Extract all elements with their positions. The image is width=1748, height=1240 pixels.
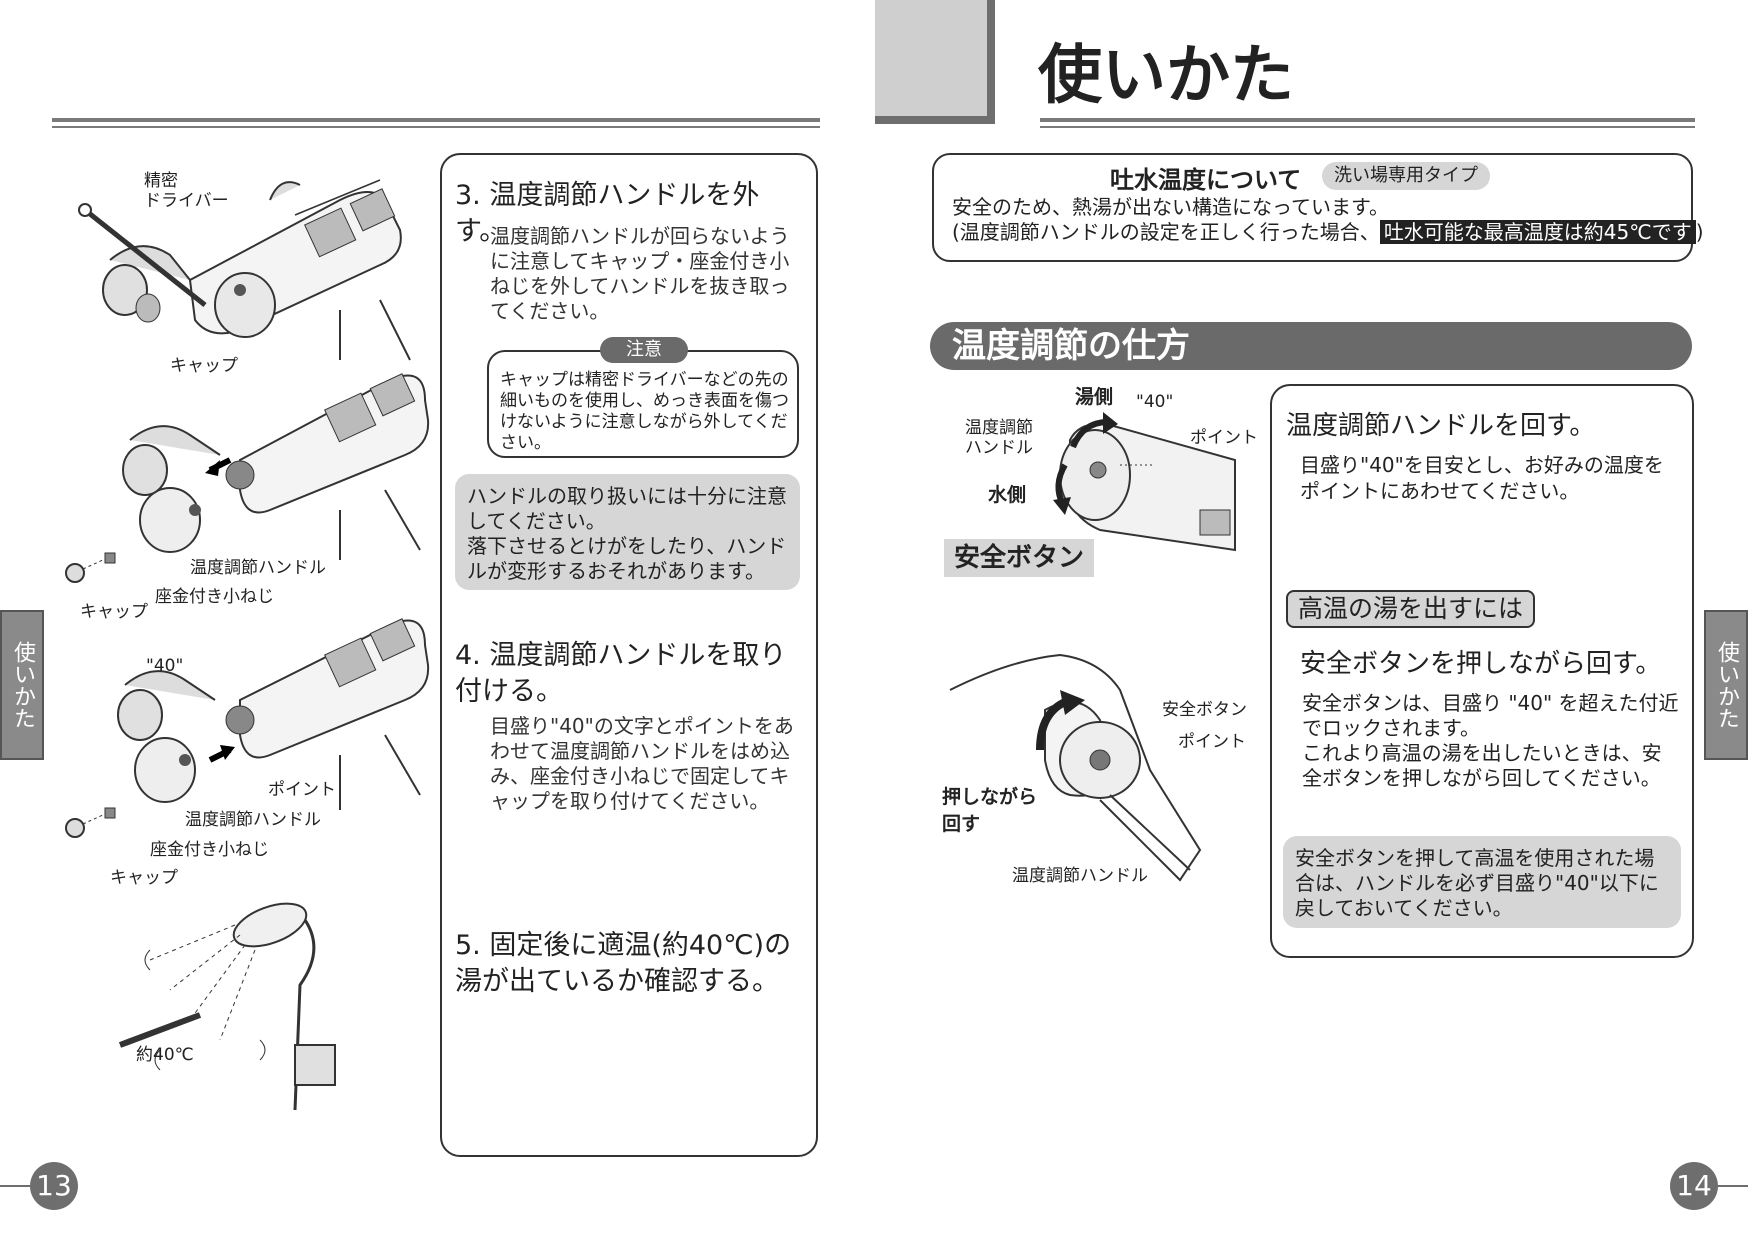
label-screw-2: 座金付き小ねじ [150,840,269,860]
page-title: 使いかた [1038,39,1294,113]
instruction-box-left [440,153,818,1157]
label-precision-driver: 精密 ドライバー [144,171,229,211]
page-number-right: 14 [1670,1162,1718,1210]
step5-heading: 5. 固定後に適温(約40℃)の湯が出ているか確認する。 [455,930,792,997]
label-point-right: ポイント [1190,428,1258,448]
label-cap-2: キャップ [80,602,148,622]
hot-side-arrow-icon [1070,412,1118,449]
temperature-info-heading: 吐水温度について [1110,166,1302,194]
step3-body: 温度調節ハンドルが回らないように注意してキャップ・座金付き小ねじを外してハンドル… [490,224,790,323]
label-point-right-2: ポイント [1178,732,1246,752]
side-tab-left[interactable]: 使いかた [0,610,44,760]
header-rule-right [1040,118,1695,122]
label-cold-side: 水側 [988,484,1027,506]
label-hot-side: 湯側 [1075,386,1114,408]
step4-heading: 4. 温度調節ハンドルを取り付ける。 [455,640,787,707]
safety-button-badge: 安全ボタン [944,539,1095,577]
step4-body: 目盛り"40"の文字とポイントをあわせて温度調節ハンドルをはめ込み、座金付き小ね… [490,714,794,813]
label-safety-small: 安全ボタン [1162,700,1247,720]
rotate-heading: 温度調節ハンドルを回す。 [1286,411,1596,441]
label-forty-1: "40" [146,656,184,676]
illustration-cap-screw-1 [65,552,116,583]
page-number-left: 13 [30,1162,78,1210]
illustration-remove-cap [78,179,411,361]
illustration-shower-check [118,902,336,1111]
safety-button-body: 安全ボタンは、目盛り "40" を超えた付近でロックされます。 これより高温の湯… [1302,691,1679,790]
page-number-right-line [1718,1185,1748,1187]
temperature-info-line1: 安全のため、熱湯が出ない構造になっています。 [952,195,1389,219]
illustration-cap-screw-2 [65,807,116,838]
section-title: 温度調節の仕方 [952,326,1190,366]
handle-warning-note: ハンドルの取り扱いには十分に注意してください。 落下させるとけがをしたり、ハンド… [455,474,800,590]
label-forty-right: "40" [1136,392,1174,412]
section-title-bar [930,322,1692,370]
header-rule-left [52,118,820,122]
temperature-info-line2-suffix: ) [1695,220,1704,244]
safety-button-heading: 安全ボタンを押しながら回す。 [1300,649,1662,679]
temperature-max-highlight: 吐水可能な最高温度は約45℃です [1379,220,1696,244]
caution-text: キャップは精密ドライバーなどの先の細いものを使用し、めっき表面を傷つけないように… [500,370,789,453]
illustration-temperature-handle [1059,423,1236,552]
caution-label: 注意 [600,337,688,363]
label-temp-40: 約40℃ [136,1045,194,1065]
temperature-info-line2-prefix: (温度調節ハンドルの設定を正しく行った場合、 [952,220,1380,244]
illustration-handle-install [117,618,430,810]
title-gray-block [875,0,995,124]
label-screw-1: 座金付き小ねじ [155,587,274,607]
temperature-info-line2: (温度調節ハンドルの設定を正しく行った場合、吐水可能な最高温度は約45℃です) [952,219,1704,245]
header-rule-right-thin [1040,126,1695,128]
label-handle-2: 温度調節ハンドル [185,810,321,830]
cold-side-arrow-icon [1053,463,1071,515]
illustration-handle-removed [122,373,430,560]
rotate-body: 目盛り"40"を目安とし、お好みの温度をポイントにあわせてください。 [1300,453,1664,503]
label-handle-right-2: 温度調節ハンドル [1012,866,1148,886]
label-cap-1: キャップ [170,356,238,376]
label-point-1: ポイント [268,780,336,800]
high-temp-warning-note: 安全ボタンを押して高温を使用された場合は、ハンドルを必ず目盛り"40"以下に戻し… [1283,836,1681,928]
header-rule-left-thin [52,126,820,128]
step3-heading: 3. 温度調節ハンドルを外す。 [455,180,760,247]
page-number-left-line [0,1185,30,1187]
label-cap-3: キャップ [110,868,178,888]
label-handle-1: 温度調節ハンドル [190,558,326,578]
label-handle-right: 温度調節 ハンドル [965,418,1033,458]
temperature-info-tag: 洗い場専用タイプ [1322,162,1490,190]
high-temp-subtag: 高温の湯を出すには [1286,590,1536,628]
illustration-press-and-rotate [949,653,1202,882]
label-press-rotate: 押しながら 回す [942,786,1038,835]
side-tab-right[interactable]: 使いかた [1704,610,1748,760]
